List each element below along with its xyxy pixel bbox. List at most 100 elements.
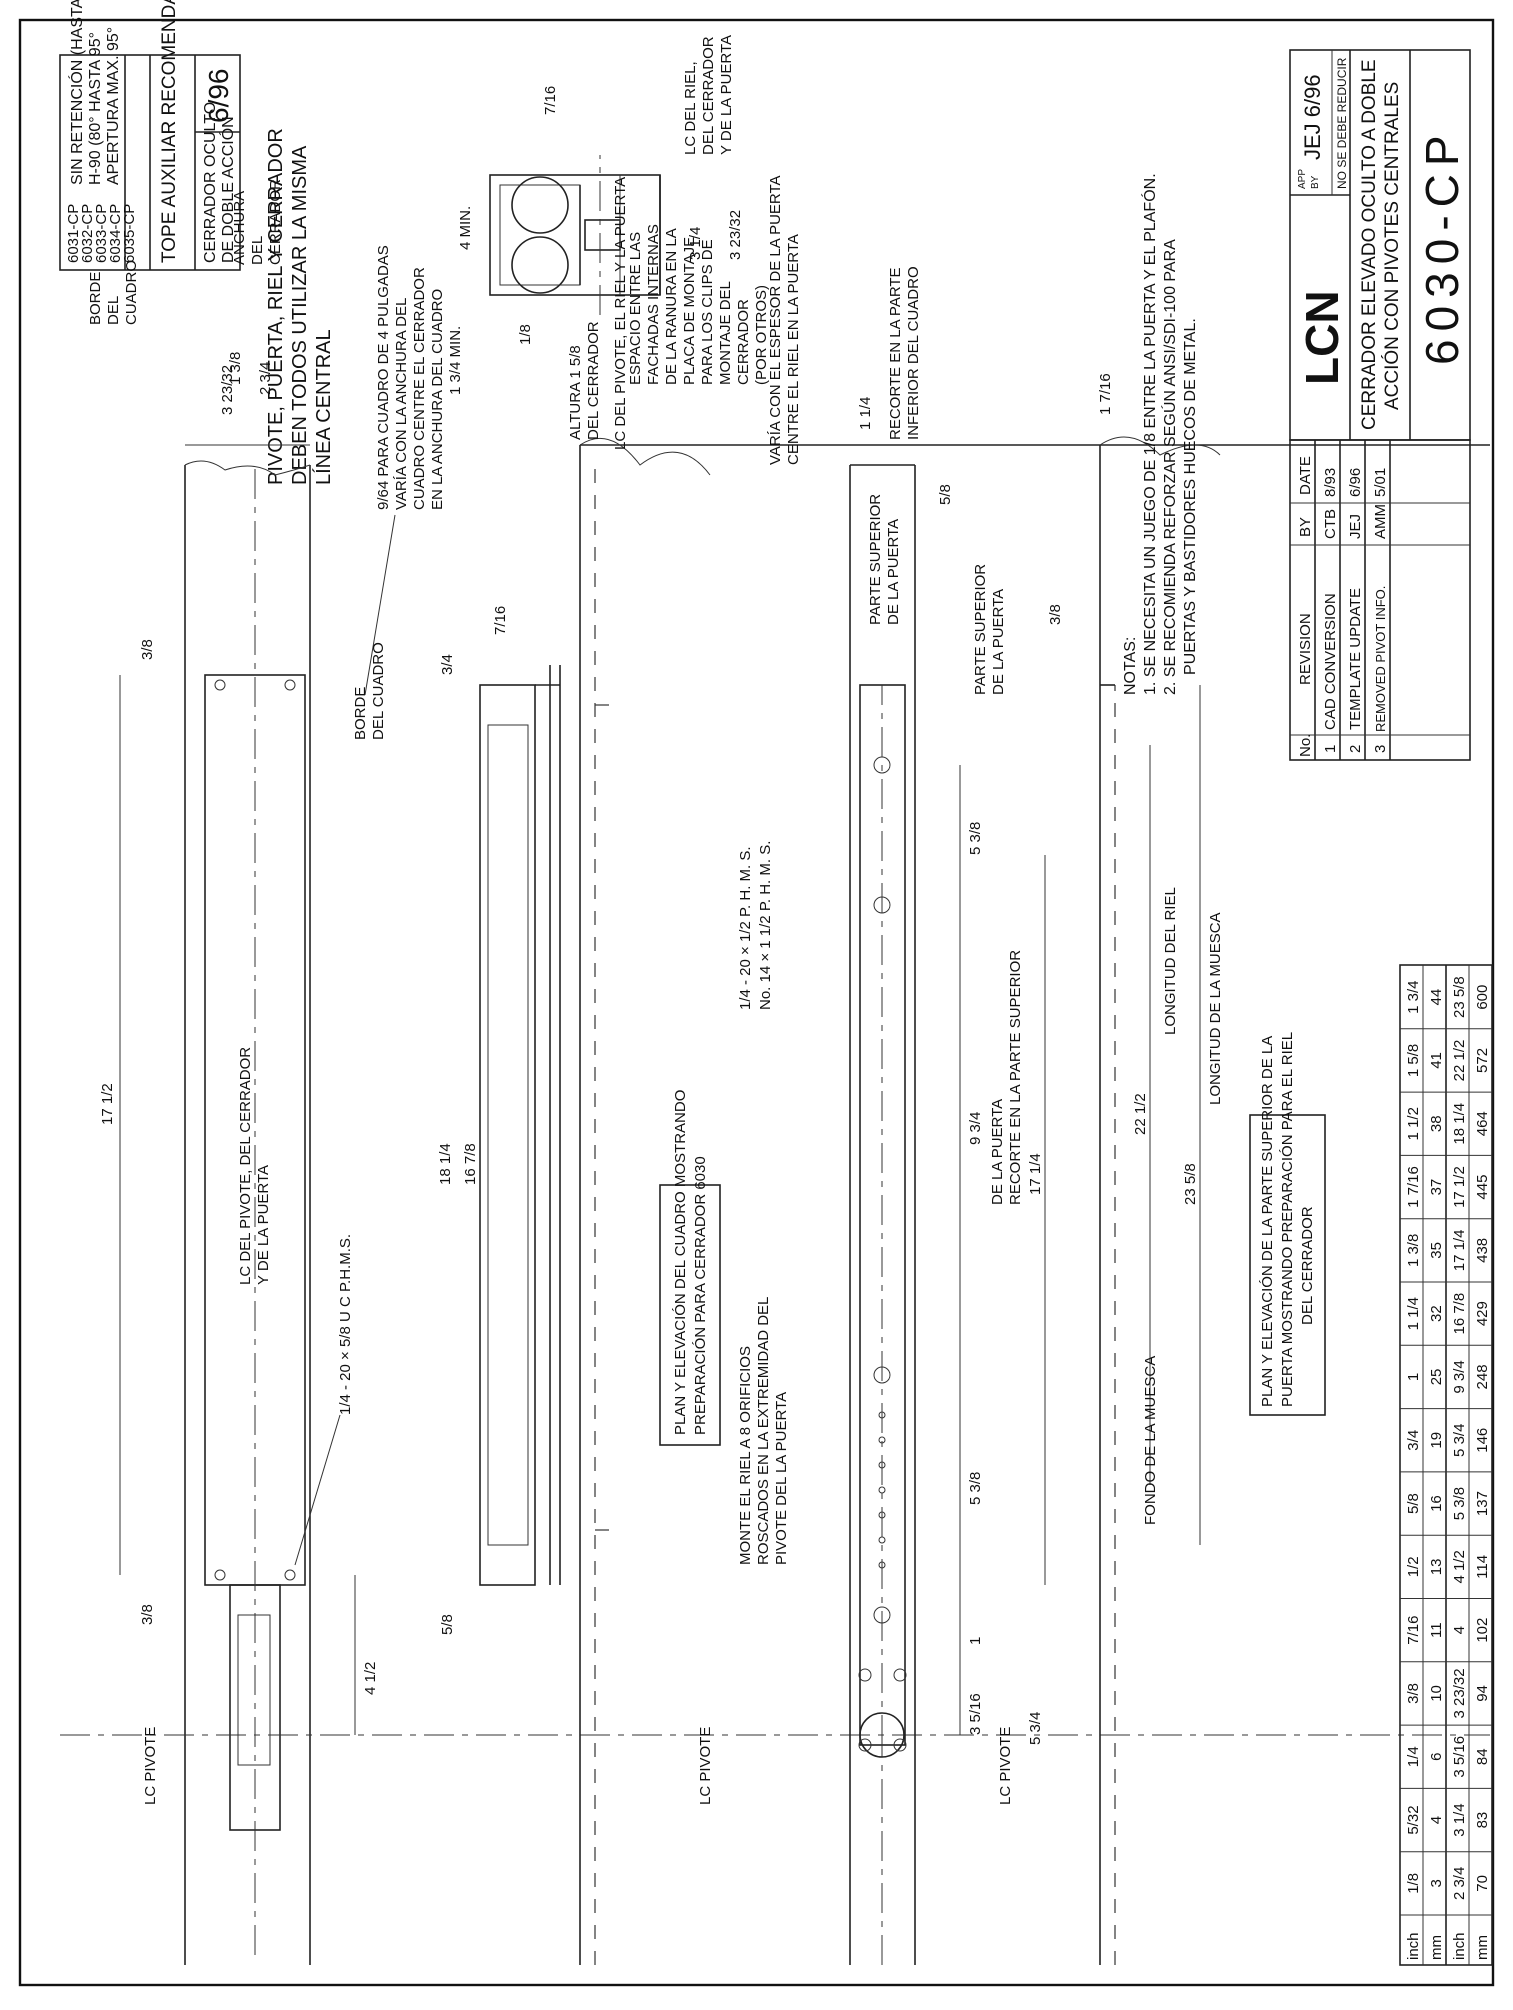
dim-5-3-8a: 5 3/8: [967, 822, 984, 855]
dim-3-8c: 3/8: [1047, 604, 1064, 625]
recorte-inferior-1: RECORTE EN LA PARTE: [887, 267, 904, 440]
conv-cell: 38: [1428, 1115, 1445, 1132]
screw-label-1: 1/4 - 20 × 5/8 U C P.H.M.S.: [337, 1234, 354, 1415]
dim-5-3-8b: 5 3/8: [967, 1472, 984, 1505]
svg-text:3: 3: [1372, 745, 1389, 753]
conv-cell: 18 1/4: [1451, 1103, 1468, 1145]
model-desc-2: H-90 (80° HASTA 95°: [87, 32, 104, 185]
approval: JEJ 6/96: [1300, 74, 1325, 160]
model-code-1: 6031-CP: [65, 204, 82, 263]
monte-riel-3: PIVOTE DEL LA PUERTA: [773, 1392, 790, 1565]
title-block: LCN APP BY JEJ 6/96 NO SE DEBE REDUCIR C…: [1289, 49, 1471, 441]
conv-cell: 3 5/16: [1451, 1736, 1468, 1778]
by-label: BY: [1310, 175, 1321, 189]
varia-espesor-1: VARÍA CON EL ESPESOR DE LA PUERTA: [767, 175, 784, 465]
altura-2: DEL CERRADOR: [585, 321, 602, 440]
conv-label-inch-2: inch: [1451, 1932, 1468, 1960]
dim-5-8b: 5/8: [937, 484, 954, 505]
dim-1-7-16: 1 7/16: [1097, 373, 1114, 415]
svg-text:1: 1: [1322, 745, 1339, 753]
svg-text:PLACA DE MONTAJE: PLACA DE MONTAJE: [681, 237, 698, 385]
conv-cell: 1 1/2: [1405, 1107, 1422, 1140]
svg-text:(POR OTROS): (POR OTROS): [753, 285, 770, 385]
lc-pivote-cerrador-2: Y DE LA PUERTA: [255, 1165, 272, 1285]
conv-label-inch-1: inch: [1405, 1932, 1422, 1960]
lc-riel-3: Y DE LA PUERTA: [718, 35, 735, 155]
closer-line-2: DE DOBLE ACCIÓN: [218, 116, 237, 263]
svg-text:8/93: 8/93: [1322, 468, 1339, 497]
note-1: 1. SE NECESITA UN JUEGO DE 1/8 ENTRE LA …: [1140, 173, 1159, 695]
longitud-riel: LONGITUD DEL RIEL: [1162, 887, 1179, 1035]
altura-1: ALTURA 1 5/8: [567, 345, 584, 440]
conv-cell: 600: [1474, 985, 1491, 1010]
revision-table: No. REVISION BY DATE 1 CAD CONVERSION CT…: [1289, 439, 1471, 761]
parte-superior-2b: DE LA PUERTA: [990, 589, 1007, 695]
conv-cell: 5/8: [1405, 1493, 1422, 1514]
conv-cell: 83: [1474, 1812, 1491, 1829]
app-label: APP: [1297, 169, 1308, 189]
conv-cell: 11: [1428, 1622, 1445, 1638]
recorte-superior-2: DE LA PUERTA: [989, 1099, 1006, 1205]
lcn-logo: LCN: [1296, 290, 1348, 385]
conv-cell: 114: [1474, 1555, 1491, 1579]
dim-7-16a: 7/16: [492, 606, 509, 635]
dim-1-3-8: 1 3/8: [227, 352, 244, 385]
svg-text:PIVOTE, PUERTA, RIEL Y CERRADO: PIVOTE, PUERTA, RIEL Y CERRADOR: [265, 128, 287, 485]
conv-cell: 37: [1428, 1179, 1445, 1196]
frame-note: 9/64 PARA CUADRO DE 4 PULGADAS VARÍA CON…: [364, 245, 446, 696]
main-note: PIVOTE, PUERTA, RIEL Y CERRADOR DEBEN TO…: [265, 128, 335, 485]
conv-cell: 5 3/4: [1451, 1424, 1468, 1457]
conv-cell: 10: [1428, 1685, 1445, 1702]
svg-text:DE LA RANURA EN LA: DE LA RANURA EN LA: [663, 228, 680, 385]
conv-cell: 3/8: [1405, 1683, 1422, 1704]
recorte-superior-1: RECORTE EN LA PARTE SUPERIOR: [1007, 950, 1024, 1205]
dim-3-23-32b: 3 23/32: [727, 210, 744, 260]
plan-title-2: PREPARACIÓN PARA CERRADOR 6030: [692, 1156, 709, 1435]
dim-3-4: 3/4: [439, 654, 456, 675]
conv-cell: 16: [1428, 1495, 1445, 1512]
model-code-4: 6034-CP: [107, 204, 124, 263]
closer-line-1: CERRADOR OCULTO: [202, 102, 219, 263]
dim-5-3-4: 5 3/4: [1027, 1712, 1044, 1745]
conv-cell: 1 3/4: [1405, 980, 1422, 1013]
drawing-number: 6030-CP: [1416, 127, 1468, 365]
dim-5-8a: 5/8: [439, 1614, 456, 1635]
screws-2a: 1/4 - 20 × 1/2 P. H. M. S.: [737, 846, 754, 1010]
conv-cell: 7/16: [1405, 1616, 1422, 1645]
dim-9-3-4: 9 3/4: [967, 1112, 984, 1145]
stop-title: TOPE AUXILIAR RECOMENDADO: [159, 0, 180, 263]
rev-header-no: No.: [1297, 734, 1314, 757]
borde-cuadro-1c: CUADRO: [123, 260, 140, 325]
svg-text:DEBEN TODOS UTILIZAR LA MISMA: DEBEN TODOS UTILIZAR LA MISMA: [289, 145, 311, 485]
conv-cell: 9 3/4: [1451, 1360, 1468, 1393]
conv-cell: 4 1/2: [1451, 1550, 1468, 1583]
conv-cell: 6: [1428, 1753, 1445, 1761]
note-3: PUERTAS Y BASTIDORES HUECOS DE METAL.: [1182, 318, 1199, 675]
plan-title-1: PLAN Y ELEVACIÓN DEL CUADRO MOSTRANDO: [672, 1090, 689, 1435]
svg-text:JEJ: JEJ: [1347, 514, 1364, 539]
conv-cell: 248: [1474, 1364, 1491, 1389]
rev-header-revision: REVISION: [1297, 613, 1314, 685]
dim-18-1-4: 18 1/4: [437, 1143, 454, 1185]
door-plan-title-1: PLAN Y ELEVACIÓN DE LA PARTE SUPERIOR DE…: [1259, 1036, 1276, 1407]
conv-cell: 1: [1405, 1373, 1422, 1381]
dim-1-8: 1/8: [517, 324, 534, 345]
rev-header-by: BY: [1297, 517, 1314, 537]
header-box: 6031-CP 6032-CP 6033-CP 6034-CP 6035-CP …: [59, 0, 241, 271]
conv-cell: 4: [1428, 1816, 1445, 1824]
conv-cell: 19: [1428, 1432, 1445, 1449]
conv-cell: 13: [1428, 1559, 1445, 1576]
lc-pivote-label-3: LC PIVOTE: [997, 1727, 1014, 1805]
conv-cell: 3/4: [1405, 1430, 1422, 1451]
dim-3-5-16: 3 5/16: [967, 1693, 984, 1735]
conv-cell: 102: [1474, 1618, 1491, 1643]
conv-cell: 1/8: [1405, 1873, 1422, 1894]
model-desc-1: SIN RETENCIÓN (HASTA 95°): [67, 0, 86, 185]
title-line-2: ACCIÓN CON PIVOTES CENTRALES: [1381, 82, 1403, 410]
dim-1-1-4: 1 1/4: [857, 397, 874, 430]
frame-plan: LC PIVOTE LC DEL PIVOTE, DEL CERRADOR Y …: [60, 179, 1490, 1965]
borde-cuadro-2a: BORDE: [352, 687, 369, 740]
svg-text:CTB: CTB: [1322, 509, 1339, 539]
four-min: 4 MIN.: [457, 206, 474, 250]
